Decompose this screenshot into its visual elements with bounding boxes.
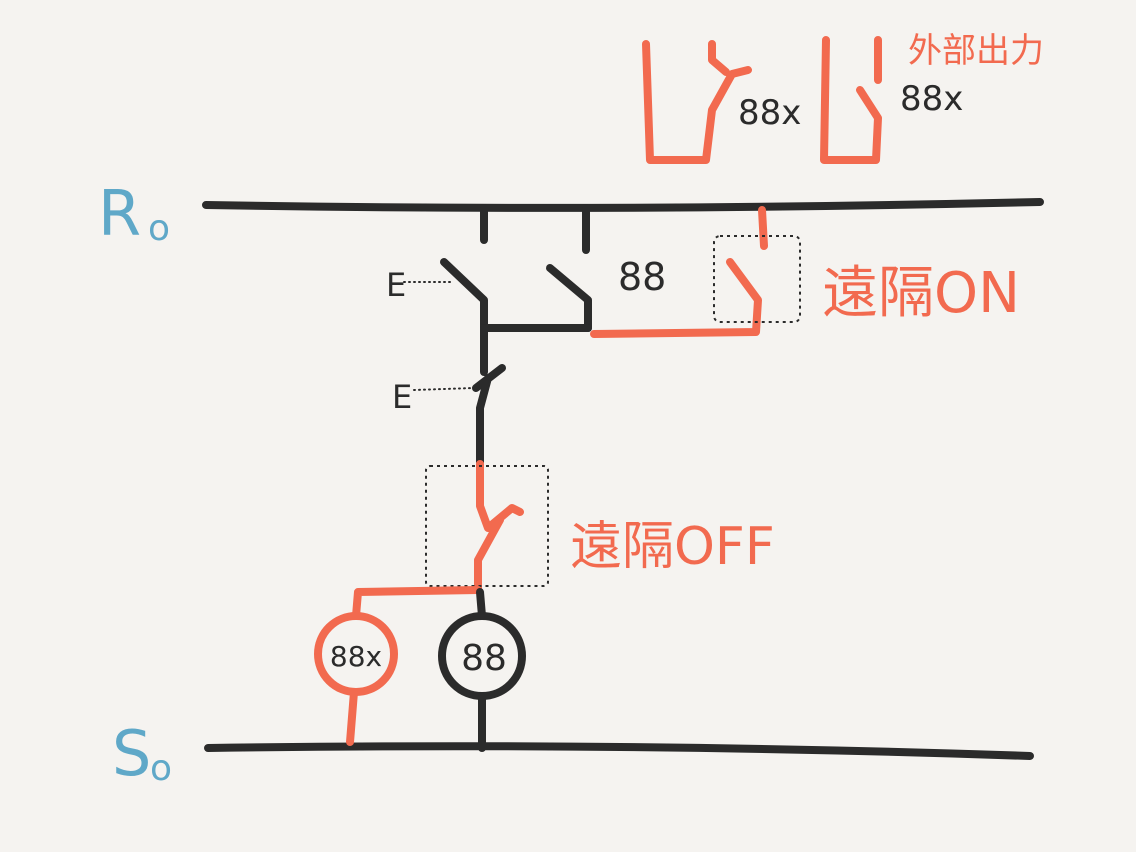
contact-remote-off: [474, 460, 524, 594]
contact-remote-on: [590, 206, 768, 338]
contact-e-lower: [472, 324, 506, 466]
contact-88-self-hold-label: 88: [618, 255, 666, 299]
rail-label-s: S: [112, 717, 151, 790]
contact-e-lower-label: E: [392, 378, 412, 416]
coil-aux-feed: [352, 586, 482, 620]
coil-88-label: 88: [461, 638, 507, 679]
coil-88x-return: [346, 688, 358, 746]
contact-88-self-hold: [546, 264, 592, 332]
external-output-contact-right-label: 88x: [900, 79, 963, 119]
coil-main-feed: [476, 588, 486, 620]
top-rail-r0: [202, 198, 1044, 212]
external-output-contact-right: [820, 36, 882, 164]
remote-on-label: 遠隔ON: [822, 261, 1020, 326]
contact-e-lower-link: [413, 387, 475, 391]
remote-off-box: [425, 465, 549, 587]
remote-on-box: [713, 235, 801, 323]
contact-e-upper-label: E: [386, 266, 406, 304]
contact-e-upper: [440, 258, 488, 332]
coil-88x-label: 88x: [330, 640, 382, 673]
external-output-contact-left-label: 88x: [738, 93, 801, 133]
remote-off-label: 遠隔OFF: [570, 517, 775, 577]
external-output-contact-left: [642, 40, 752, 164]
rail-label-r: R: [98, 177, 141, 250]
bottom-rail-s0: [204, 742, 1034, 760]
rail-label-r-subscript: o: [148, 208, 170, 249]
rail-label-s-subscript: o: [150, 748, 172, 789]
external-output-label: 外部出力: [908, 31, 1044, 71]
